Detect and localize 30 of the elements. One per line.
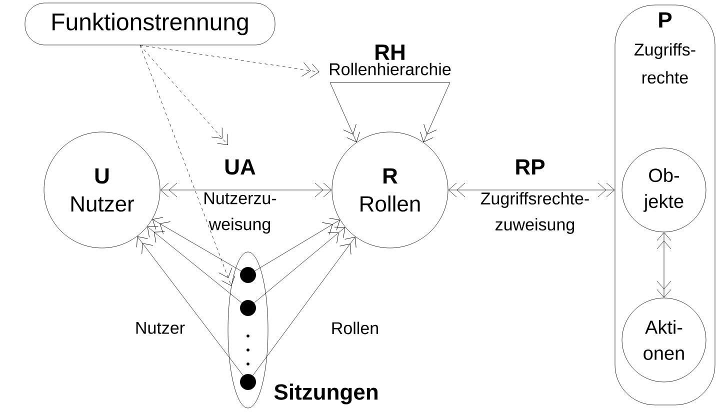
- rounded-box: Funktionstrennung: [24, 2, 276, 46]
- arrow: [160, 182, 332, 198]
- arrow: [448, 182, 615, 198]
- circle-node: U Nutzer: [44, 132, 160, 248]
- circle-node: Ob- jekte: [622, 148, 706, 232]
- edge-caption: Zugriffsrechte- zuweisung: [480, 192, 589, 234]
- session-dot: [240, 300, 256, 316]
- circle-node: R Rollen: [332, 132, 448, 248]
- arrow: [390, 82, 450, 142]
- arrow: [136, 236, 244, 376]
- hierarchy-label: RH Rollenhierarchie: [330, 44, 451, 76]
- arrow: [252, 236, 356, 376]
- arrow: [330, 82, 390, 142]
- circle-node: Akti- onen: [622, 298, 706, 382]
- edge-label: Rollen: [330, 320, 380, 336]
- arrow: [254, 226, 346, 303]
- edge-label: Nutzer: [134, 321, 186, 335]
- session-dot: [240, 374, 256, 390]
- arrow: [656, 232, 672, 298]
- arrow: [254, 218, 340, 271]
- edge-label: RP: [514, 158, 546, 176]
- arrow: [140, 44, 236, 286]
- edge-label: UA: [223, 158, 257, 176]
- arrow: [152, 217, 242, 272]
- arrow: [147, 226, 242, 304]
- arrow: [140, 44, 320, 78]
- edge-caption: Nutzerzu- weisung: [204, 192, 276, 234]
- node-label: Sitzungen: [274, 384, 378, 404]
- arrow: [140, 44, 228, 145]
- session-dot: [240, 266, 256, 283]
